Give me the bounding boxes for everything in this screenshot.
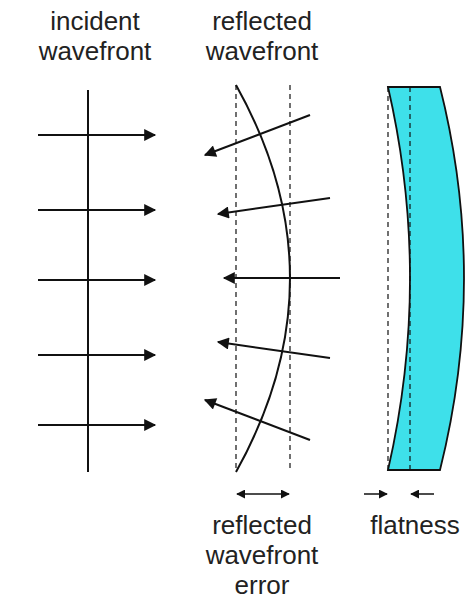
reflected-wavefront — [205, 85, 340, 494]
diagram-label: incident wavefront — [20, 6, 170, 66]
diagram-label: reflected wavefront error — [187, 510, 337, 600]
incident-wavefront — [38, 90, 155, 472]
diagram-label: flatness — [363, 510, 467, 540]
diagram-label: reflected wavefront — [187, 6, 337, 66]
mirror-plate — [364, 87, 464, 494]
